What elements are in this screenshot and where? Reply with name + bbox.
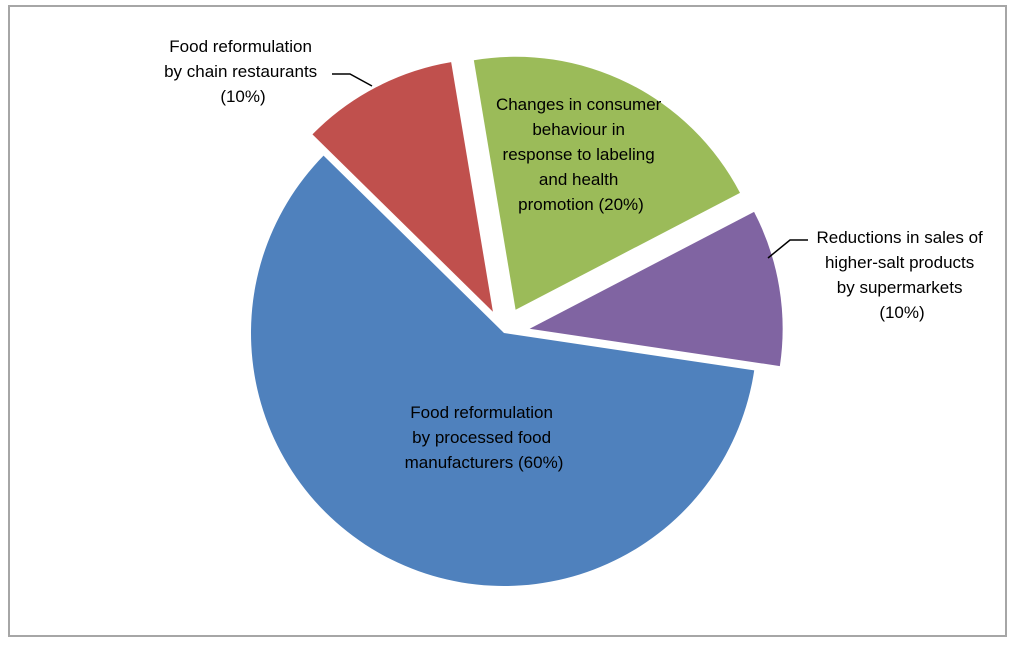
slice-label-restaurants: Food reformulation by chain restaurants …	[164, 37, 322, 106]
leaders-layer	[332, 73, 808, 259]
slice-label-supermarkets: Reductions in sales of higher-salt produ…	[816, 228, 987, 322]
slice-manufacturers	[251, 155, 755, 586]
slices-layer	[251, 56, 783, 586]
slice-supermarkets	[529, 211, 783, 367]
leader-line-restaurants	[332, 73, 373, 87]
labels-layer: Food reformulation by processed food man…	[164, 37, 987, 472]
slice-restaurants	[312, 62, 493, 312]
slice-consumer-behaviour	[473, 56, 741, 310]
slice-label-manufacturers: Food reformulation by processed food man…	[405, 403, 564, 472]
leader-line-supermarkets	[767, 239, 808, 259]
slice-label-consumer-behaviour: Changes in consumer behaviour in respons…	[496, 95, 666, 214]
